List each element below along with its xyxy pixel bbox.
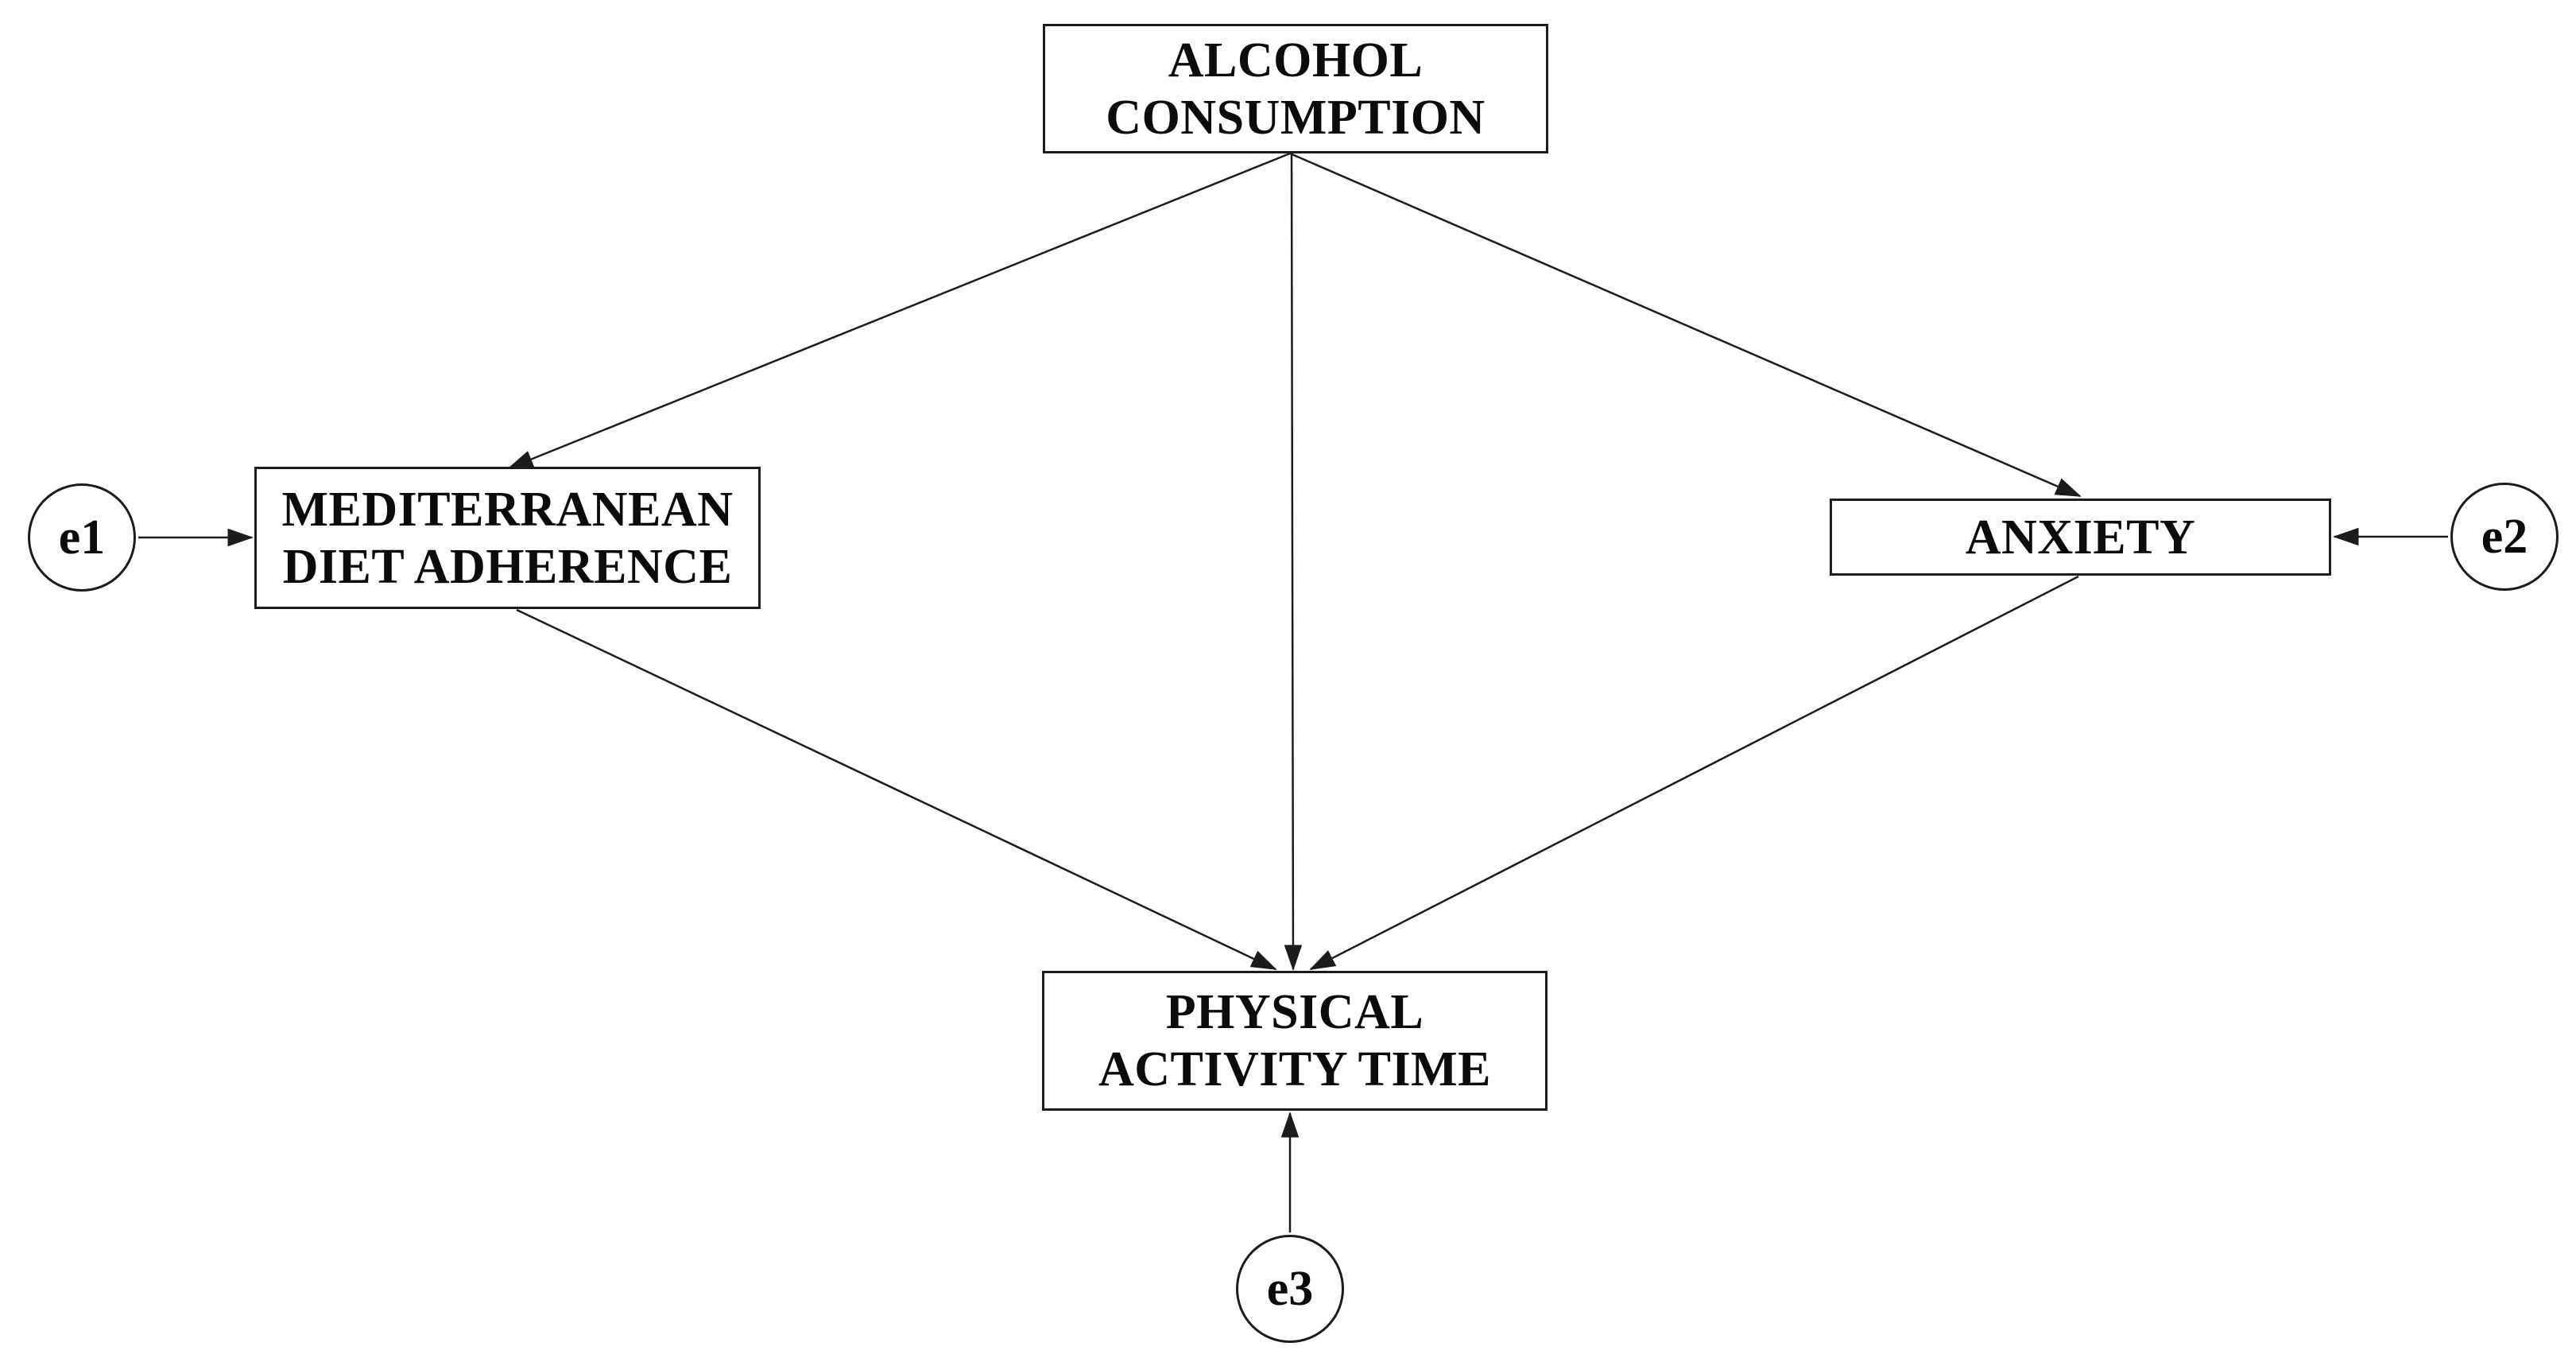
node-label-line: ANXIETY xyxy=(1965,510,2196,565)
node-alcohol-consumption: ALCOHOL CONSUMPTION xyxy=(1043,24,1548,153)
node-label-line: PHYSICAL xyxy=(1165,985,1424,1039)
arrow-alcohol-to-mediterranean xyxy=(507,152,1291,470)
arrow-anxiety-to-physical xyxy=(1309,575,2079,971)
node-physical-activity-time: PHYSICAL ACTIVITY TIME xyxy=(1042,971,1548,1111)
error-term-label: e2 xyxy=(2481,509,2528,564)
error-term-label: e1 xyxy=(58,510,106,565)
node-anxiety: ANXIETY xyxy=(1830,499,2331,576)
arrow-alcohol-to-physical xyxy=(1284,153,1303,971)
node-mediterranean-diet-adherence: MEDITERRANEAN DIET ADHERENCE xyxy=(254,467,761,609)
error-term-e1: e1 xyxy=(28,483,136,592)
error-term-e2: e2 xyxy=(2450,483,2559,591)
node-label-line: MEDITERRANEAN xyxy=(281,482,734,537)
error-term-label: e3 xyxy=(1266,1261,1314,1316)
error-term-e3: e3 xyxy=(1236,1235,1344,1343)
node-label-line: ALCOHOL xyxy=(1168,33,1424,87)
arrow-alcohol-to-anxiety xyxy=(1289,152,2082,498)
node-label-line: CONSUMPTION xyxy=(1106,90,1486,145)
node-label-line: ACTIVITY TIME xyxy=(1098,1042,1491,1096)
arrow-mediterranean-to-physical xyxy=(516,608,1277,971)
node-label-line: DIET ADHERENCE xyxy=(282,539,733,594)
